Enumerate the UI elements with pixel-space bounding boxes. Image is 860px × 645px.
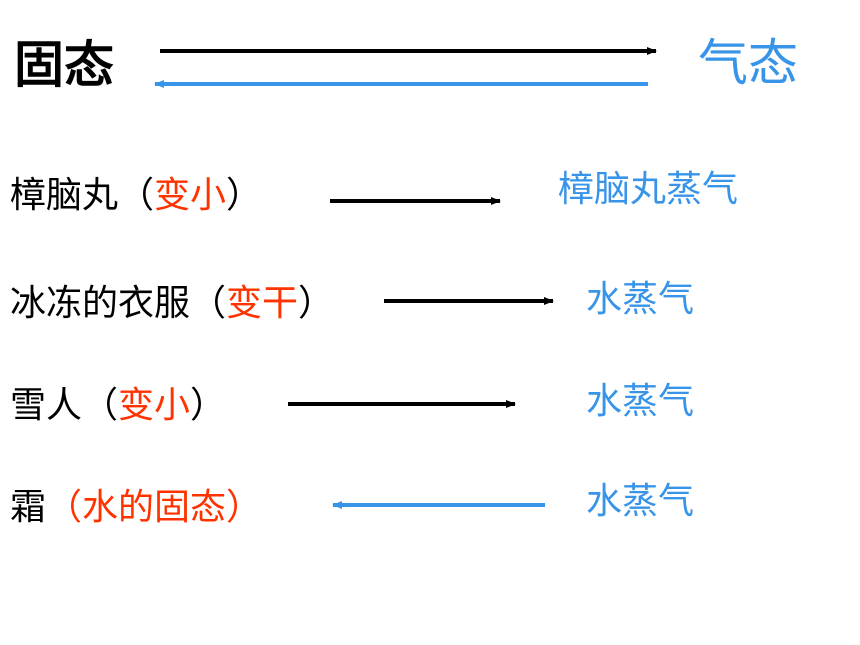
- row-snowman-subject: 雪人（变小）: [10, 388, 226, 424]
- row-frost-result: 水蒸气: [586, 481, 695, 522]
- subject-label: 樟脑丸: [10, 175, 119, 216]
- gas-state-label: 气态: [698, 34, 798, 92]
- change-note: 变小: [118, 385, 191, 426]
- subject-label: 雪人: [10, 385, 83, 426]
- solid-state-label: 固态: [14, 36, 114, 94]
- row-frozen-clothes-result: 水蒸气: [586, 279, 695, 320]
- open-paren: （: [46, 487, 83, 528]
- row-camphor-subject: 樟脑丸（变小）: [10, 178, 262, 214]
- row-camphor-result: 樟脑丸蒸气: [558, 169, 739, 210]
- close-paren: ）: [190, 385, 227, 426]
- row-frost-subject: 霜（水的固态）: [10, 490, 262, 526]
- subject-label: 霜: [10, 487, 47, 528]
- open-paren: （: [190, 283, 227, 324]
- open-paren: （: [118, 175, 155, 216]
- close-paren: ）: [226, 175, 263, 216]
- row-snowman-result: 水蒸气: [586, 381, 695, 422]
- change-note: 水的固态: [82, 487, 227, 528]
- change-note: 变干: [226, 283, 299, 324]
- close-paren: ）: [298, 283, 335, 324]
- open-paren: （: [82, 385, 119, 426]
- close-paren: ）: [226, 487, 263, 528]
- subject-label: 冰冻的衣服: [10, 283, 191, 324]
- change-note: 变小: [154, 175, 227, 216]
- row-frozen-clothes-subject: 冰冻的衣服（变干）: [10, 286, 334, 322]
